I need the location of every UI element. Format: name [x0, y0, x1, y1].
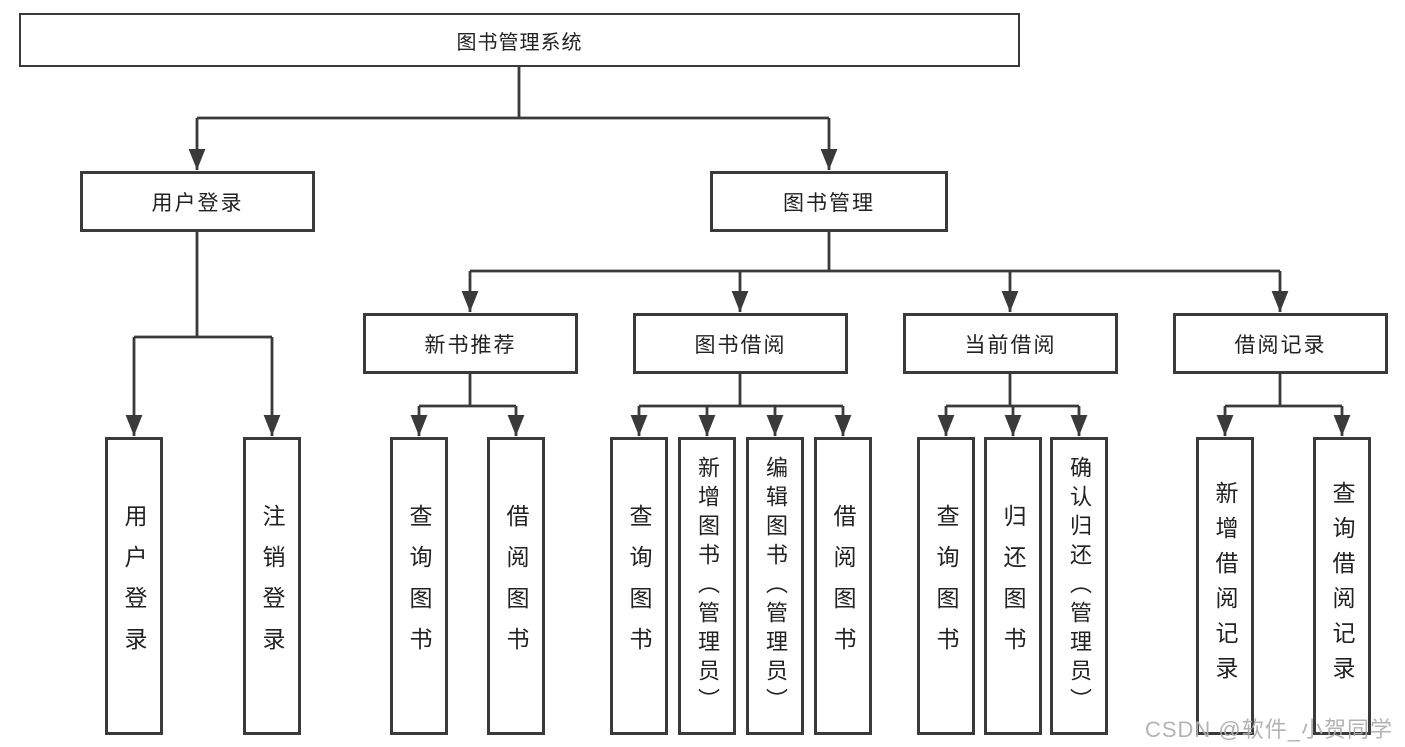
connector-arrows: [125, 118, 1351, 436]
node-leaf-query-books-current: 查询图书: [917, 437, 975, 735]
node-leaf-edit-books-admin: 编辑图书（管理员）: [746, 437, 804, 735]
node-leaf-return-books: 归还图书: [984, 437, 1042, 735]
node-label: 图书管理: [783, 191, 875, 215]
node-book-management: 图书管理: [710, 171, 948, 232]
node-label: 编辑图书（管理员）: [763, 455, 788, 717]
node-label: 用户登录: [151, 191, 244, 215]
node-label: 归还图书: [1000, 504, 1026, 668]
node-user-login: 用户登录: [80, 171, 315, 232]
node-current-borrowing: 当前借阅: [903, 313, 1118, 374]
node-label: 图书借阅: [694, 333, 787, 357]
node-label: 借阅记录: [1234, 333, 1327, 357]
node-leaf-borrow-books-borrowing: 借阅图书: [814, 437, 872, 735]
node-label: 查询图书: [933, 504, 959, 668]
node-label: 用户登录: [121, 504, 147, 668]
node-leaf-add-borrow-record: 新增借阅记录: [1196, 437, 1254, 735]
node-leaf-logout: 注销登录: [243, 437, 301, 735]
node-label: 图书管理系统: [456, 31, 583, 54]
node-leaf-user-login: 用户登录: [105, 437, 163, 735]
node-label: 注销登录: [259, 504, 285, 668]
node-label: 新增借阅记录: [1212, 481, 1238, 691]
node-label: 借阅图书: [503, 504, 529, 668]
node-leaf-query-books-recommend: 查询图书: [390, 437, 448, 735]
node-label: 新增图书（管理员）: [695, 455, 720, 717]
node-root-library-system: 图书管理系统: [19, 13, 1020, 67]
node-label: 查询图书: [626, 504, 652, 668]
node-leaf-confirm-return-admin: 确认归还（管理员）: [1050, 437, 1108, 735]
node-label: 新书推荐: [424, 333, 517, 357]
node-label: 当前借阅: [964, 333, 1057, 357]
node-label: 查询图书: [406, 504, 432, 668]
node-leaf-query-books-borrowing: 查询图书: [610, 437, 668, 735]
node-new-book-recommend: 新书推荐: [363, 313, 578, 374]
node-book-borrowing: 图书借阅: [633, 313, 848, 374]
node-label: 确认归还（管理员）: [1067, 455, 1092, 717]
node-leaf-borrow-books-recommend: 借阅图书: [487, 437, 545, 735]
node-label: 查询借阅记录: [1329, 481, 1355, 691]
node-leaf-query-borrow-record: 查询借阅记录: [1313, 437, 1371, 735]
node-leaf-add-books-admin: 新增图书（管理员）: [678, 437, 736, 735]
node-label: 借阅图书: [830, 504, 856, 668]
node-borrowing-records: 借阅记录: [1173, 313, 1388, 374]
